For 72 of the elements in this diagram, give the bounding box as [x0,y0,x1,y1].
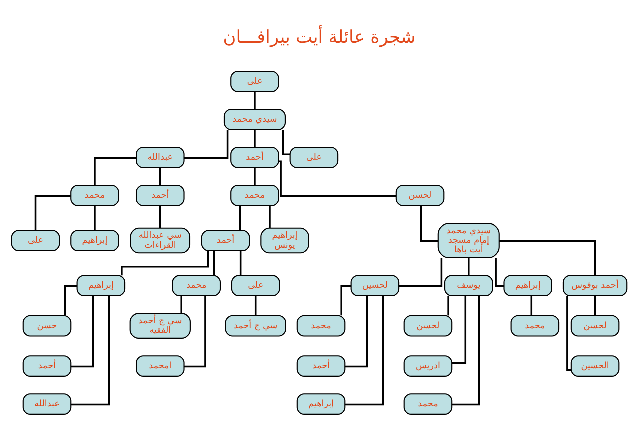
connector [180,296,182,314]
node-box: أحمد [230,147,280,168]
node-box: إبراهيم [76,275,126,297]
node-box: سيدي محمد إمام مسجد أيت باها [438,223,500,259]
connector [399,258,443,288]
node-box: إبراهيم يونس [260,228,310,254]
connector [340,285,352,316]
node-box: على [11,230,60,252]
node-box: يوسف [444,275,494,297]
connector [499,240,596,276]
connector [448,296,450,316]
node-box: محمد [172,275,222,297]
connector [160,206,162,228]
connector [279,160,396,198]
node-box: على [231,275,280,297]
node-box: إبراهيم [70,230,120,252]
node-box: لحسين [350,275,400,297]
node-box: لحسن [570,315,620,337]
connector [530,296,533,316]
connector [254,92,256,110]
node-box: سي ج أحمد [225,315,286,337]
connector [71,296,94,368]
node-box: محمد [404,394,453,415]
node-box: أحمد [136,185,185,206]
connector [594,296,596,316]
connector [282,130,290,156]
connector [269,206,271,228]
connector [121,251,209,276]
node-box: أحمد بوفوس [562,275,628,297]
connector [468,258,470,276]
connector [254,296,257,316]
node-box: محمد [296,315,346,337]
connector [34,195,71,230]
node-box: محمد [70,185,120,206]
connector [254,130,256,148]
node-box: لحسن [404,315,453,337]
connector [420,206,438,242]
node-box: عبدالله [22,394,72,415]
connector [254,168,256,186]
node-box: حسن [22,315,72,337]
node-box: سيدي محمد [224,108,286,130]
node-box: إبراهيم [296,394,346,415]
node-box: إبراهيم [504,275,552,297]
node-box: لحسن [396,185,445,206]
connector [160,168,162,186]
connector [71,296,110,406]
connector [94,157,136,186]
node-box: امحمد [136,356,185,377]
node-box: محمد [510,315,560,337]
node-box: سي عبدالله القراءات [130,228,191,254]
connector [345,296,384,406]
node-box: سي ج أحمد الفقيه [130,313,191,339]
node-box: على [290,147,339,168]
connector [184,296,206,368]
connector [94,206,96,231]
node-box: الحسين [570,356,620,377]
node-box: عبدالله [136,147,185,168]
connector [345,296,368,368]
connector [64,285,78,316]
connector [452,296,480,406]
connector [495,258,504,288]
connector [213,251,216,276]
node-box: أحمد [201,230,250,252]
connector [240,251,242,276]
connector [184,130,229,159]
node-box: أحمد [22,356,72,377]
node-box: محمد [230,185,280,206]
node-box: أحمد [296,356,346,377]
node-box: ادريس [404,356,453,377]
diagram-title: شجرة عائلة أيت بيرافـــان [223,28,416,48]
connector [240,206,242,231]
node-box: على [230,70,280,92]
